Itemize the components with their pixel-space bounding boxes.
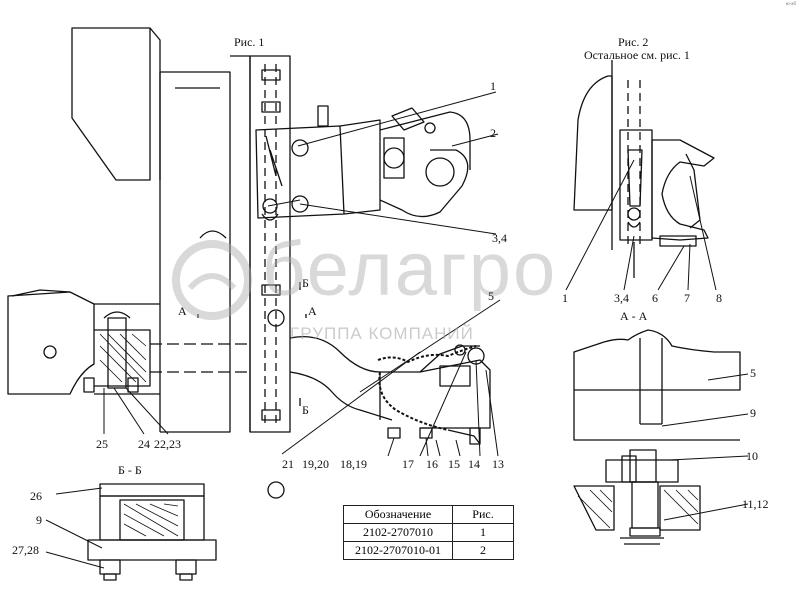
callout-label: 2: [490, 126, 496, 140]
spec-table-header-row: Обозначение Рис.: [343, 505, 514, 524]
callout-label: 3,4: [492, 231, 507, 245]
corner-mark: ю-аб: [785, 2, 796, 7]
callout-label: 13: [492, 457, 504, 471]
callout-label: 6: [652, 291, 658, 305]
callout-label: 17: [402, 457, 414, 471]
callout-label: 22,23: [154, 437, 181, 451]
callout-label: 1: [562, 291, 568, 305]
spec-cell-designation: 2102-2707010: [343, 523, 453, 542]
table-row: 2102-2707010 1: [343, 523, 514, 542]
callout-label: 19,20: [302, 457, 329, 471]
callout-label: 8: [716, 291, 722, 305]
leader-lines: [45, 91, 749, 569]
cut-b-bottom-label: Б: [302, 403, 309, 417]
callout-label: 9: [750, 406, 756, 420]
callout-label: 1: [490, 79, 496, 93]
section-aa-drawing: [573, 329, 741, 545]
watermark-brand: белагро: [262, 227, 558, 312]
section-bb-drawing: [87, 483, 217, 581]
watermark-logo: [172, 240, 252, 320]
cut-b-top-label: Б: [302, 276, 309, 290]
callout-label: 3,4: [614, 291, 629, 305]
section-bb-title: Б - Б: [118, 463, 142, 477]
cut-a-left-label: А: [178, 304, 187, 318]
fig2-note: Остальное см. рис. 1: [584, 48, 690, 62]
spec-header-designation: Обозначение: [343, 505, 453, 524]
callout-label: 18,19: [340, 457, 367, 471]
callout-label: 7: [684, 291, 690, 305]
callout-label: 9: [36, 513, 42, 527]
callout-label: 5: [750, 366, 756, 380]
fig1-title: Рис. 1: [234, 35, 265, 49]
watermark-tagline: ГРУППА КОМПАНИЙ: [290, 324, 474, 343]
spec-header-figure: Рис.: [452, 505, 514, 524]
spec-table: Обозначение Рис. 2102-2707010 1 2102-270…: [343, 505, 514, 560]
callout-label: 25: [96, 437, 108, 451]
callout-label: 16: [426, 457, 438, 471]
callout-label: 21: [282, 457, 294, 471]
callout-label: 14: [468, 457, 480, 471]
callout-label: 26: [30, 489, 42, 503]
callout-label: 15: [448, 457, 460, 471]
spec-cell-figure: 2: [452, 541, 514, 560]
callout-label: 24: [138, 437, 150, 451]
fig2-drawing: [573, 60, 715, 278]
callout-label: 11,12: [742, 497, 769, 511]
callout-label: 10: [746, 449, 758, 463]
callout-label: 5: [488, 289, 494, 303]
section-aa-title: А - А: [620, 309, 648, 323]
fig1-drawing: [7, 27, 491, 499]
cut-a-right-label: А: [308, 304, 317, 318]
callout-label: 27,28: [12, 543, 39, 557]
spec-cell-designation: 2102-2707010-01: [343, 541, 453, 560]
fig2-title: Рис. 2: [618, 35, 649, 49]
spec-cell-figure: 1: [452, 523, 514, 542]
table-row: 2102-2707010-01 2: [343, 541, 514, 560]
